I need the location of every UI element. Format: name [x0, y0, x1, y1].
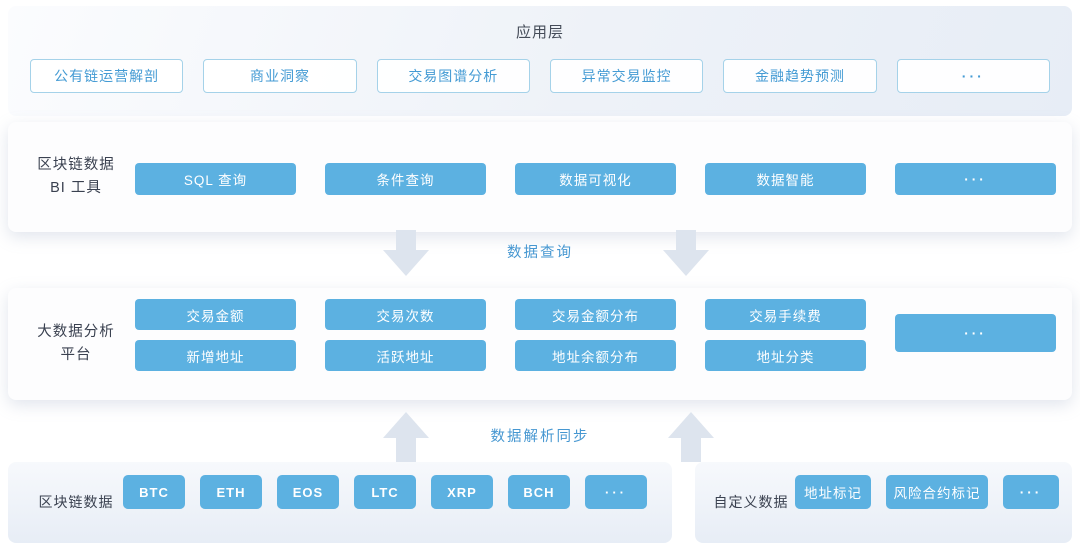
chain-button-eth[interactable]: ETH — [200, 475, 262, 509]
bi-button-sql-query[interactable]: SQL 查询 — [135, 163, 296, 195]
query-flow-label: 数据查询 — [507, 245, 573, 261]
blockchain-data-buttons-row: BTC ETH EOS LTC XRP BCH ··· — [123, 475, 647, 509]
app-button-public-chain-analysis[interactable]: 公有链运营解剖 — [30, 59, 184, 93]
app-button-business-insight[interactable]: 商业洞察 — [203, 59, 357, 93]
custom-button-address-tag[interactable]: 地址标记 — [795, 475, 871, 509]
up-arrow-icon — [668, 412, 714, 462]
platform-row2: 新增地址 活跃地址 地址余额分布 地址分类 — [135, 340, 866, 371]
platform-button-tx-amount-distribution[interactable]: 交易金额分布 — [515, 299, 676, 330]
platform-label-line2: 平台 — [60, 347, 92, 363]
custom-data-card: 自定义数据 地址标记 风险合约标记 ··· — [695, 462, 1072, 543]
custom-button-more[interactable]: ··· — [1003, 475, 1059, 509]
down-arrow-icon — [383, 230, 429, 276]
bi-tools-label: 区块链数据 BI 工具 — [20, 122, 132, 232]
chain-button-btc[interactable]: BTC — [123, 475, 185, 509]
app-button-financial-trend[interactable]: 金融趋势预测 — [723, 59, 877, 93]
chain-button-eos[interactable]: EOS — [277, 475, 339, 509]
platform-label: 大数据分析 平台 — [20, 288, 132, 400]
blockchain-data-label: 区块链数据 — [38, 494, 114, 511]
bi-label-line2: BI 工具 — [50, 180, 102, 196]
bi-button-more[interactable]: ··· — [895, 163, 1056, 195]
bi-button-data-visualization[interactable]: 数据可视化 — [515, 163, 676, 195]
chain-button-xrp[interactable]: XRP — [431, 475, 493, 509]
sync-flow-label: 数据解析同步 — [490, 429, 590, 445]
up-arrow-icon — [383, 412, 429, 462]
chain-button-more[interactable]: ··· — [585, 475, 647, 509]
bi-button-condition-query[interactable]: 条件查询 — [325, 163, 486, 195]
platform-button-tx-amount[interactable]: 交易金额 — [135, 299, 296, 330]
platform-button-active-addresses[interactable]: 活跃地址 — [325, 340, 486, 371]
app-button-more[interactable]: ··· — [896, 59, 1050, 93]
platform-button-more[interactable]: ··· — [895, 314, 1056, 352]
platform-button-tx-fee[interactable]: 交易手续费 — [705, 299, 866, 330]
app-button-abnormal-monitoring[interactable]: 异常交易监控 — [549, 59, 704, 93]
platform-button-new-addresses[interactable]: 新增地址 — [135, 340, 296, 371]
platform-label-line1: 大数据分析 — [37, 323, 115, 340]
bi-label-line1: 区块链数据 — [37, 156, 115, 173]
platform-row1: 交易金额 交易次数 交易金额分布 交易手续费 — [135, 299, 866, 330]
platform-button-balance-distribution[interactable]: 地址余额分布 — [515, 340, 676, 371]
custom-data-buttons-row: 地址标记 风险合约标记 ··· — [795, 475, 1059, 509]
application-layer-title: 应用层 — [515, 24, 564, 41]
bi-tools-card: 区块链数据 BI 工具 SQL 查询 条件查询 数据可视化 数据智能 ··· — [8, 122, 1072, 232]
platform-card: 大数据分析 平台 交易金额 交易次数 交易金额分布 交易手续费 新增地址 活跃地… — [8, 288, 1072, 400]
platform-button-tx-count[interactable]: 交易次数 — [325, 299, 486, 330]
bi-buttons-row: SQL 查询 条件查询 数据可视化 数据智能 ··· — [135, 163, 1056, 195]
bi-button-data-intelligence[interactable]: 数据智能 — [705, 163, 866, 195]
chain-button-bch[interactable]: BCH — [508, 475, 570, 509]
custom-button-risk-contract-tag[interactable]: 风险合约标记 — [886, 475, 988, 509]
app-button-transaction-graph[interactable]: 交易图谱分析 — [376, 59, 530, 93]
application-buttons-row: 公有链运营解剖 商业洞察 交易图谱分析 异常交易监控 金融趋势预测 ··· — [30, 59, 1050, 93]
application-layer-card: 应用层 公有链运营解剖 商业洞察 交易图谱分析 异常交易监控 金融趋势预测 ··… — [8, 6, 1072, 116]
platform-button-address-category[interactable]: 地址分类 — [705, 340, 866, 371]
chain-button-ltc[interactable]: LTC — [354, 475, 416, 509]
custom-data-label: 自定义数据 — [713, 494, 789, 511]
down-arrow-icon — [663, 230, 709, 276]
blockchain-data-card: 区块链数据 BTC ETH EOS LTC XRP BCH ··· — [8, 462, 672, 543]
